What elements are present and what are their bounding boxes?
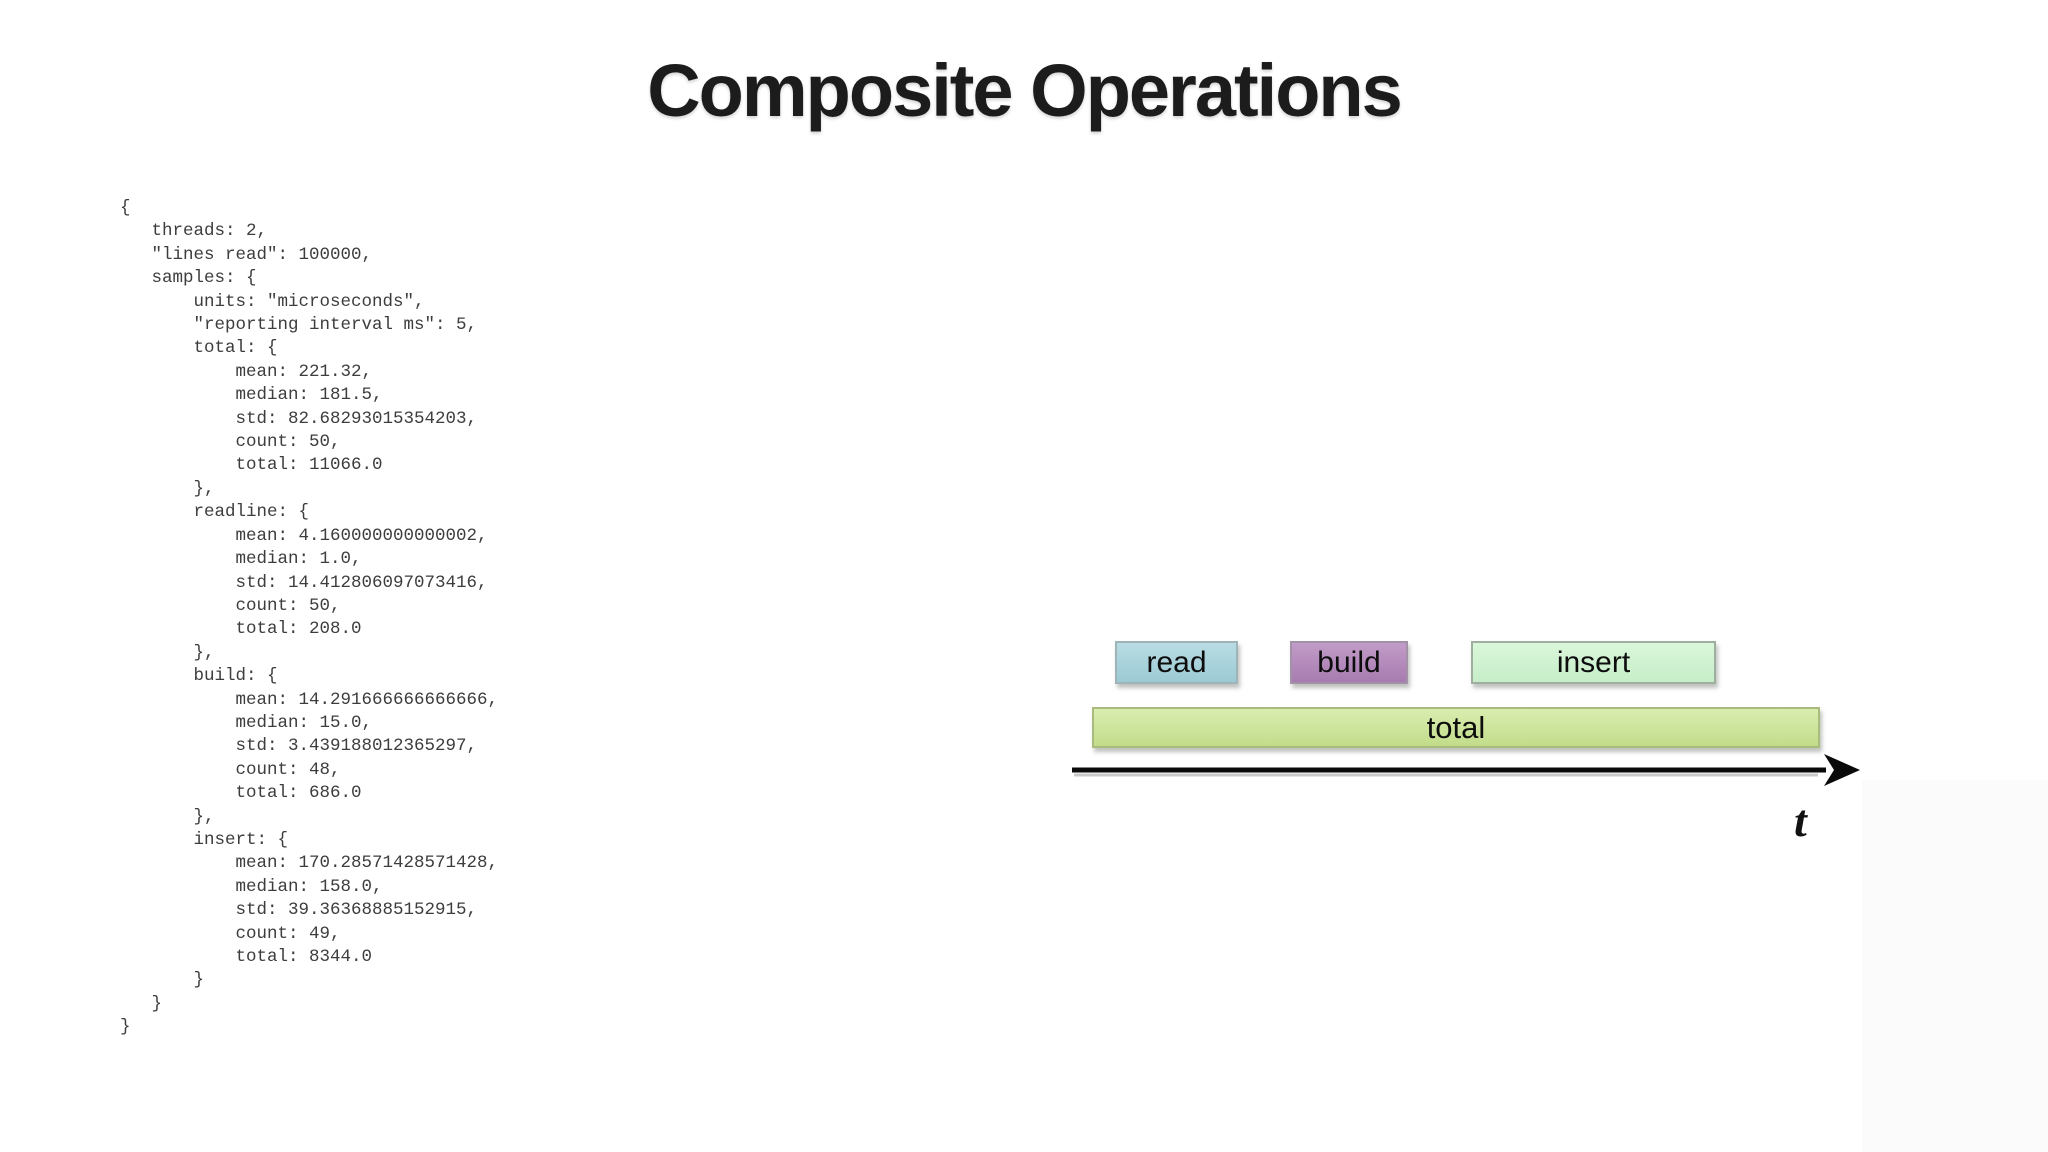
background-shade-band: [1862, 780, 2048, 1152]
timeline-box-insert-label: insert: [1556, 646, 1631, 679]
time-axis-arrow: [1072, 754, 1860, 786]
arrowhead-icon: [1824, 754, 1860, 786]
time-axis-label: t: [1794, 795, 1807, 846]
timeline-box-total: total: [1092, 707, 1820, 748]
slide-title: Composite Operations: [647, 49, 1403, 132]
timeline-box-read: read: [1115, 641, 1238, 684]
timeline-box-insert: insert: [1471, 641, 1716, 684]
timeline-box-read-label: read: [1146, 646, 1207, 679]
timeline-box-total-label: total: [1426, 710, 1486, 745]
timeline-box-build: build: [1290, 641, 1408, 684]
timeline-box-build-label: build: [1317, 646, 1381, 679]
benchmark-json-code-block: { threads: 2, "lines read": 100000, samp…: [120, 198, 499, 1038]
